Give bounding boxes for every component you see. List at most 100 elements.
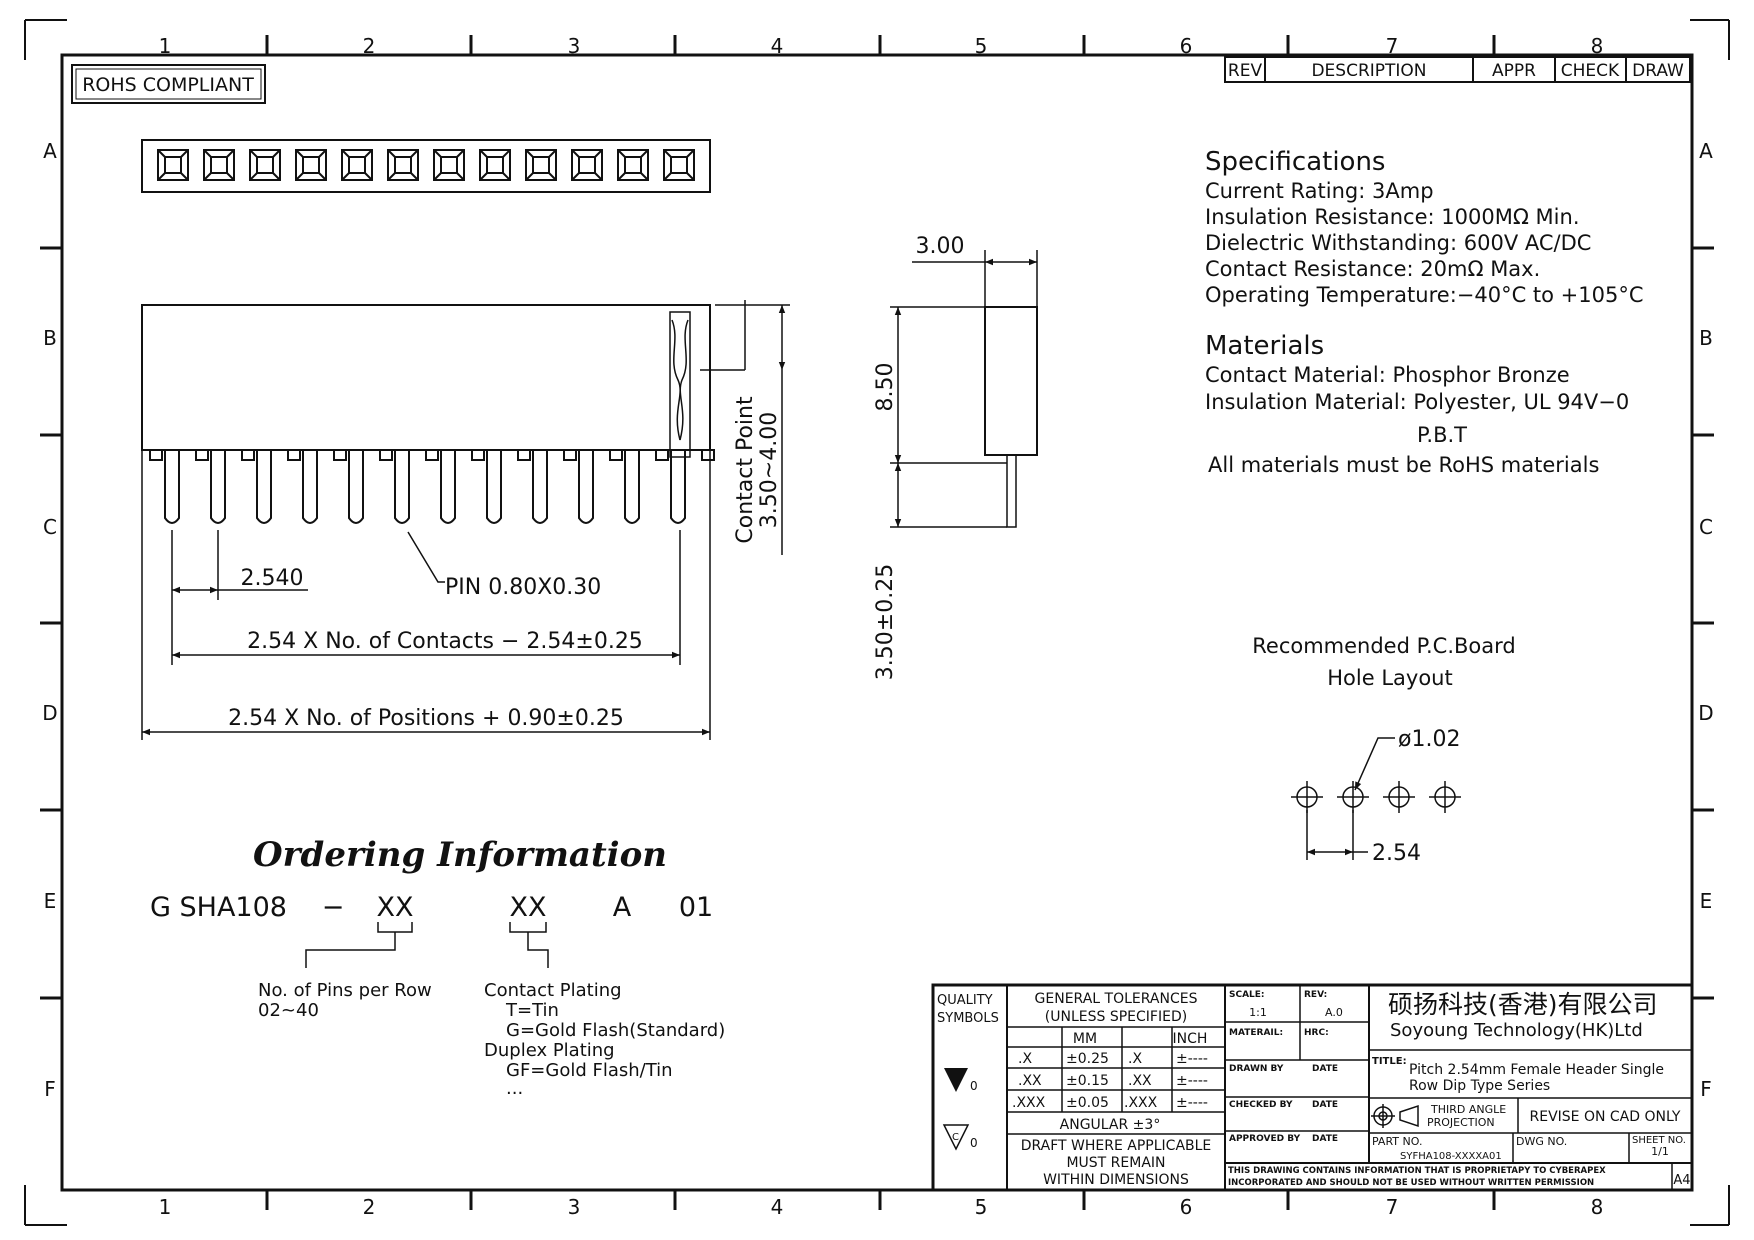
- drawing-title: Row Dip Type Series: [1409, 1078, 1550, 1094]
- pcb-title-line1: Recommended P.C.Board: [1252, 634, 1515, 658]
- zone-row-label: C: [43, 515, 57, 539]
- spec-line: Contact Resistance: 20mΩ Max.: [1205, 257, 1540, 281]
- draw-header: DRAW: [1632, 61, 1684, 81]
- proprietary-note: THIS DRAWING CONTAINS INFORMATION THAT I…: [1228, 1166, 1606, 1176]
- code-prefix: G SHA108: [150, 892, 287, 923]
- standoff: [149, 449, 163, 461]
- material-line: All materials must be RoHS materials: [1208, 453, 1599, 477]
- draft-note: WITHIN DIMENSIONS: [1043, 1172, 1189, 1188]
- plating-title: Contact Plating: [484, 980, 622, 1001]
- pcb-layout: Recommended P.C.Board Hole Layout ø1.02 …: [1252, 634, 1515, 866]
- side-view-dimension-text: 3.00 8.50 3.50±0.25: [873, 234, 964, 680]
- contact-square: [479, 149, 511, 181]
- material-line: Contact Material: Phosphor Bronze: [1205, 363, 1570, 387]
- height-dimension: 8.50: [873, 363, 898, 412]
- top-view: [141, 139, 711, 193]
- zone-column-label: 1: [159, 34, 172, 58]
- quality-symbol-suffix: 0: [970, 1079, 978, 1093]
- part-no-label: PART NO.: [1372, 1135, 1422, 1148]
- zone-column-label: 6: [1180, 1195, 1193, 1219]
- tol-digits: .XXX: [1124, 1095, 1158, 1111]
- code-type: A: [613, 892, 632, 923]
- date-label: DATE: [1312, 1134, 1338, 1144]
- appr-header: APPR: [1492, 61, 1536, 81]
- spec-line: Current Rating: 3Amp: [1205, 179, 1434, 203]
- contact-square: [525, 149, 557, 181]
- rohs-badge: ROHS COMPLIANT: [71, 64, 266, 104]
- pin: [164, 450, 180, 524]
- pin: [210, 450, 226, 524]
- pcb-title-line2: Hole Layout: [1327, 666, 1452, 690]
- duplex-option: ...: [506, 1078, 523, 1099]
- revision-header: REV DESCRIPTION APPR CHECK DRAW: [1224, 56, 1691, 83]
- zone-column-label: 7: [1386, 1195, 1399, 1219]
- description-header: DESCRIPTION: [1311, 61, 1426, 81]
- machined-triangle-icon: [944, 1068, 968, 1092]
- approved-by-label: APPROVED BY: [1229, 1134, 1301, 1144]
- contact-square: [249, 149, 281, 181]
- standoff: [701, 449, 715, 461]
- standoff: [241, 449, 255, 461]
- inch-header: INCH: [1173, 1031, 1208, 1047]
- zone-column-label: 4: [771, 1195, 784, 1219]
- code-dash: −: [322, 892, 345, 923]
- pcb-holes: [1291, 781, 1461, 813]
- code-plating: XX: [510, 892, 547, 923]
- ordering-information: Ordering Information G SHA108 − XX XX A …: [150, 835, 725, 1099]
- code-suffix: 01: [679, 892, 713, 923]
- mm-header: MM: [1073, 1031, 1097, 1047]
- zone-column-label: 5: [975, 34, 988, 58]
- contact-square: [571, 149, 603, 181]
- tol-digits: .XXX: [1012, 1095, 1046, 1111]
- duplex-title: Duplex Plating: [484, 1040, 615, 1061]
- standoff: [379, 449, 393, 461]
- zone-row-label: A: [43, 139, 57, 163]
- date-label: DATE: [1312, 1064, 1338, 1074]
- tol-digits: .XX: [1018, 1073, 1042, 1089]
- pin: [486, 450, 502, 524]
- quality-symbol-suffix: 0: [970, 1136, 978, 1150]
- pin: [302, 450, 318, 524]
- tol-mm: ±0.15: [1066, 1073, 1109, 1089]
- tol-digits: .X: [1128, 1051, 1142, 1067]
- company-name-en: Soyoung Technology(HK)Ltd: [1390, 1020, 1643, 1041]
- contact-square: [387, 149, 419, 181]
- pcb-hole: [1291, 781, 1323, 813]
- drawn-by-label: DRAWN BY: [1229, 1064, 1284, 1074]
- pin: [578, 450, 594, 524]
- side-view-dimensions: [890, 250, 1038, 528]
- checked-by-label: CHECKED BY: [1229, 1100, 1293, 1110]
- pins-label: No. of Pins per Row: [258, 980, 432, 1001]
- zone-row-label: E: [1700, 889, 1713, 913]
- title-label: TITLE:: [1372, 1056, 1407, 1067]
- third-angle-projection-icon: [1371, 1104, 1419, 1128]
- zone-column-label: 3: [568, 34, 581, 58]
- zone-row-label: F: [1700, 1077, 1712, 1101]
- plating-option: T=Tin: [505, 1000, 559, 1021]
- sheet-value: 1/1: [1651, 1145, 1669, 1158]
- pins-range: 02~40: [258, 1000, 319, 1021]
- date-label: DATE: [1312, 1100, 1338, 1110]
- pcb-hole: [1429, 781, 1461, 813]
- top-view-contacts: [157, 149, 695, 181]
- material-label: MATERAIL:: [1229, 1028, 1283, 1038]
- weld-triangle-icon: C: [942, 1124, 970, 1151]
- material-line: P.B.T: [1417, 423, 1467, 447]
- standoff: [333, 449, 347, 461]
- pcb-hole: [1383, 781, 1415, 813]
- scale-value: 1:1: [1249, 1006, 1267, 1019]
- tail-dimension: 3.50±0.25: [873, 564, 898, 680]
- hole-pitch-dimension: 2.54: [1372, 841, 1421, 866]
- side-view: [984, 306, 1038, 528]
- quality-label: SYMBOLS: [937, 1011, 999, 1026]
- pin: [394, 450, 410, 524]
- tol-inch: ±----: [1176, 1051, 1208, 1067]
- tol-mm: ±0.25: [1066, 1051, 1109, 1067]
- standoff: [655, 449, 669, 461]
- zone-row-label: D: [42, 701, 57, 725]
- code-pins: XX: [377, 892, 414, 923]
- pin: [256, 450, 272, 524]
- angular-tolerance: ANGULAR ±3°: [1060, 1117, 1161, 1133]
